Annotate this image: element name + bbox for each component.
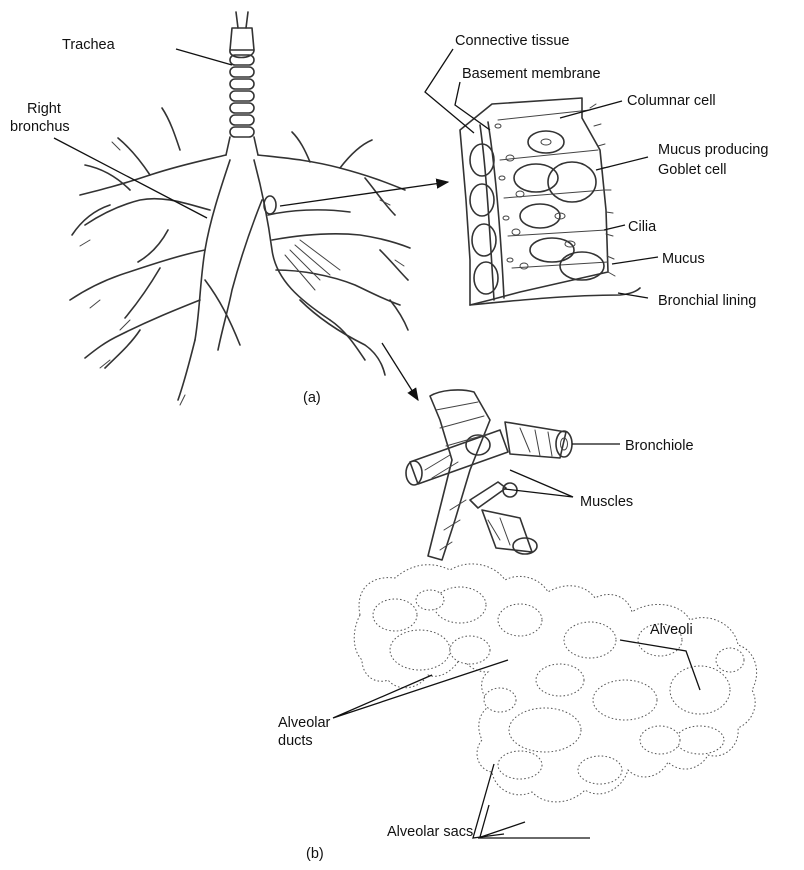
- label-alveolar-sacs: Alveolar sacs: [387, 824, 473, 840]
- bronchial-tree: [70, 12, 410, 405]
- label-bronchiole: Bronchiole: [625, 438, 694, 454]
- bronchial-lining-detail: [460, 98, 640, 305]
- label-alveoli: Alveoli: [650, 622, 693, 638]
- label-part-a: (a): [303, 390, 321, 406]
- label-trachea: Trachea: [62, 37, 116, 53]
- label-cilia: Cilia: [628, 219, 657, 235]
- label-goblet-line2: Goblet cell: [658, 162, 727, 178]
- arrow-to-bronchiole: [382, 343, 418, 400]
- label-part-b: (b): [306, 846, 324, 862]
- label-connective-tissue: Connective tissue: [455, 33, 569, 49]
- label-right-bronchus-line1: Right: [27, 101, 61, 117]
- label-columnar-cell: Columnar cell: [627, 93, 716, 109]
- label-bronchial-lining: Bronchial lining: [658, 293, 756, 309]
- label-goblet-line1: Mucus producing: [658, 142, 768, 158]
- label-alveolar-ducts-line1: Alveolar: [278, 715, 331, 731]
- trachea-drawing: [226, 12, 258, 155]
- bronchiole-drawing: [406, 390, 572, 560]
- label-muscles: Muscles: [580, 494, 633, 510]
- label-alveolar-ducts-line2: ducts: [278, 733, 313, 749]
- arrow-to-lining: [280, 182, 448, 206]
- label-right-bronchus-line2: bronchus: [10, 119, 70, 135]
- label-basement-membrane: Basement membrane: [462, 66, 601, 82]
- label-mucus: Mucus: [662, 251, 705, 267]
- bronchi-branches: [70, 108, 410, 405]
